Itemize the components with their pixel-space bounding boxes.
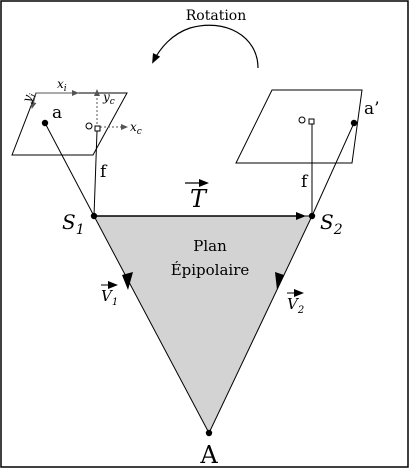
left-principal-point <box>85 122 93 130</box>
rotation-arrow-icon <box>152 24 259 69</box>
right-principal-point <box>298 116 306 124</box>
S1-label: S1 <box>62 210 85 238</box>
x-image-label: xi <box>57 77 67 94</box>
right-ray <box>311 122 355 217</box>
left-ray <box>44 122 95 217</box>
left-center-marker <box>94 125 101 132</box>
rotation-label: Rotation <box>186 8 247 24</box>
point-a-prime <box>350 119 358 127</box>
plane-caption-line1: Plan <box>193 237 227 255</box>
f-right-label: f <box>301 172 309 192</box>
plane-caption-line2: Épipolaire <box>171 261 250 279</box>
V2-label: V2 <box>287 295 304 316</box>
right-center-marker <box>308 118 315 125</box>
y-image-label: yi <box>19 90 38 106</box>
T-label: T <box>190 185 208 213</box>
point-a-label: a <box>52 103 62 123</box>
V1-label: V1 <box>101 287 118 308</box>
V2-direction-arrow-icon <box>275 272 284 290</box>
V1-direction-arrow-icon <box>122 272 133 290</box>
S2-label: S2 <box>320 210 343 238</box>
x-camera-label: xc <box>130 120 142 137</box>
point-S1 <box>90 212 98 220</box>
y-camera-label: yc <box>102 90 115 107</box>
point-A-label: A <box>199 441 218 469</box>
point-S2 <box>308 212 316 220</box>
point-a <box>41 119 49 127</box>
point-a-prime-label: a’ <box>364 99 380 119</box>
left-focal-line <box>93 130 98 217</box>
y-image-axis <box>30 92 37 109</box>
point-A <box>205 429 213 437</box>
f-left-label: f <box>100 162 108 182</box>
right-image-plane <box>235 89 363 164</box>
